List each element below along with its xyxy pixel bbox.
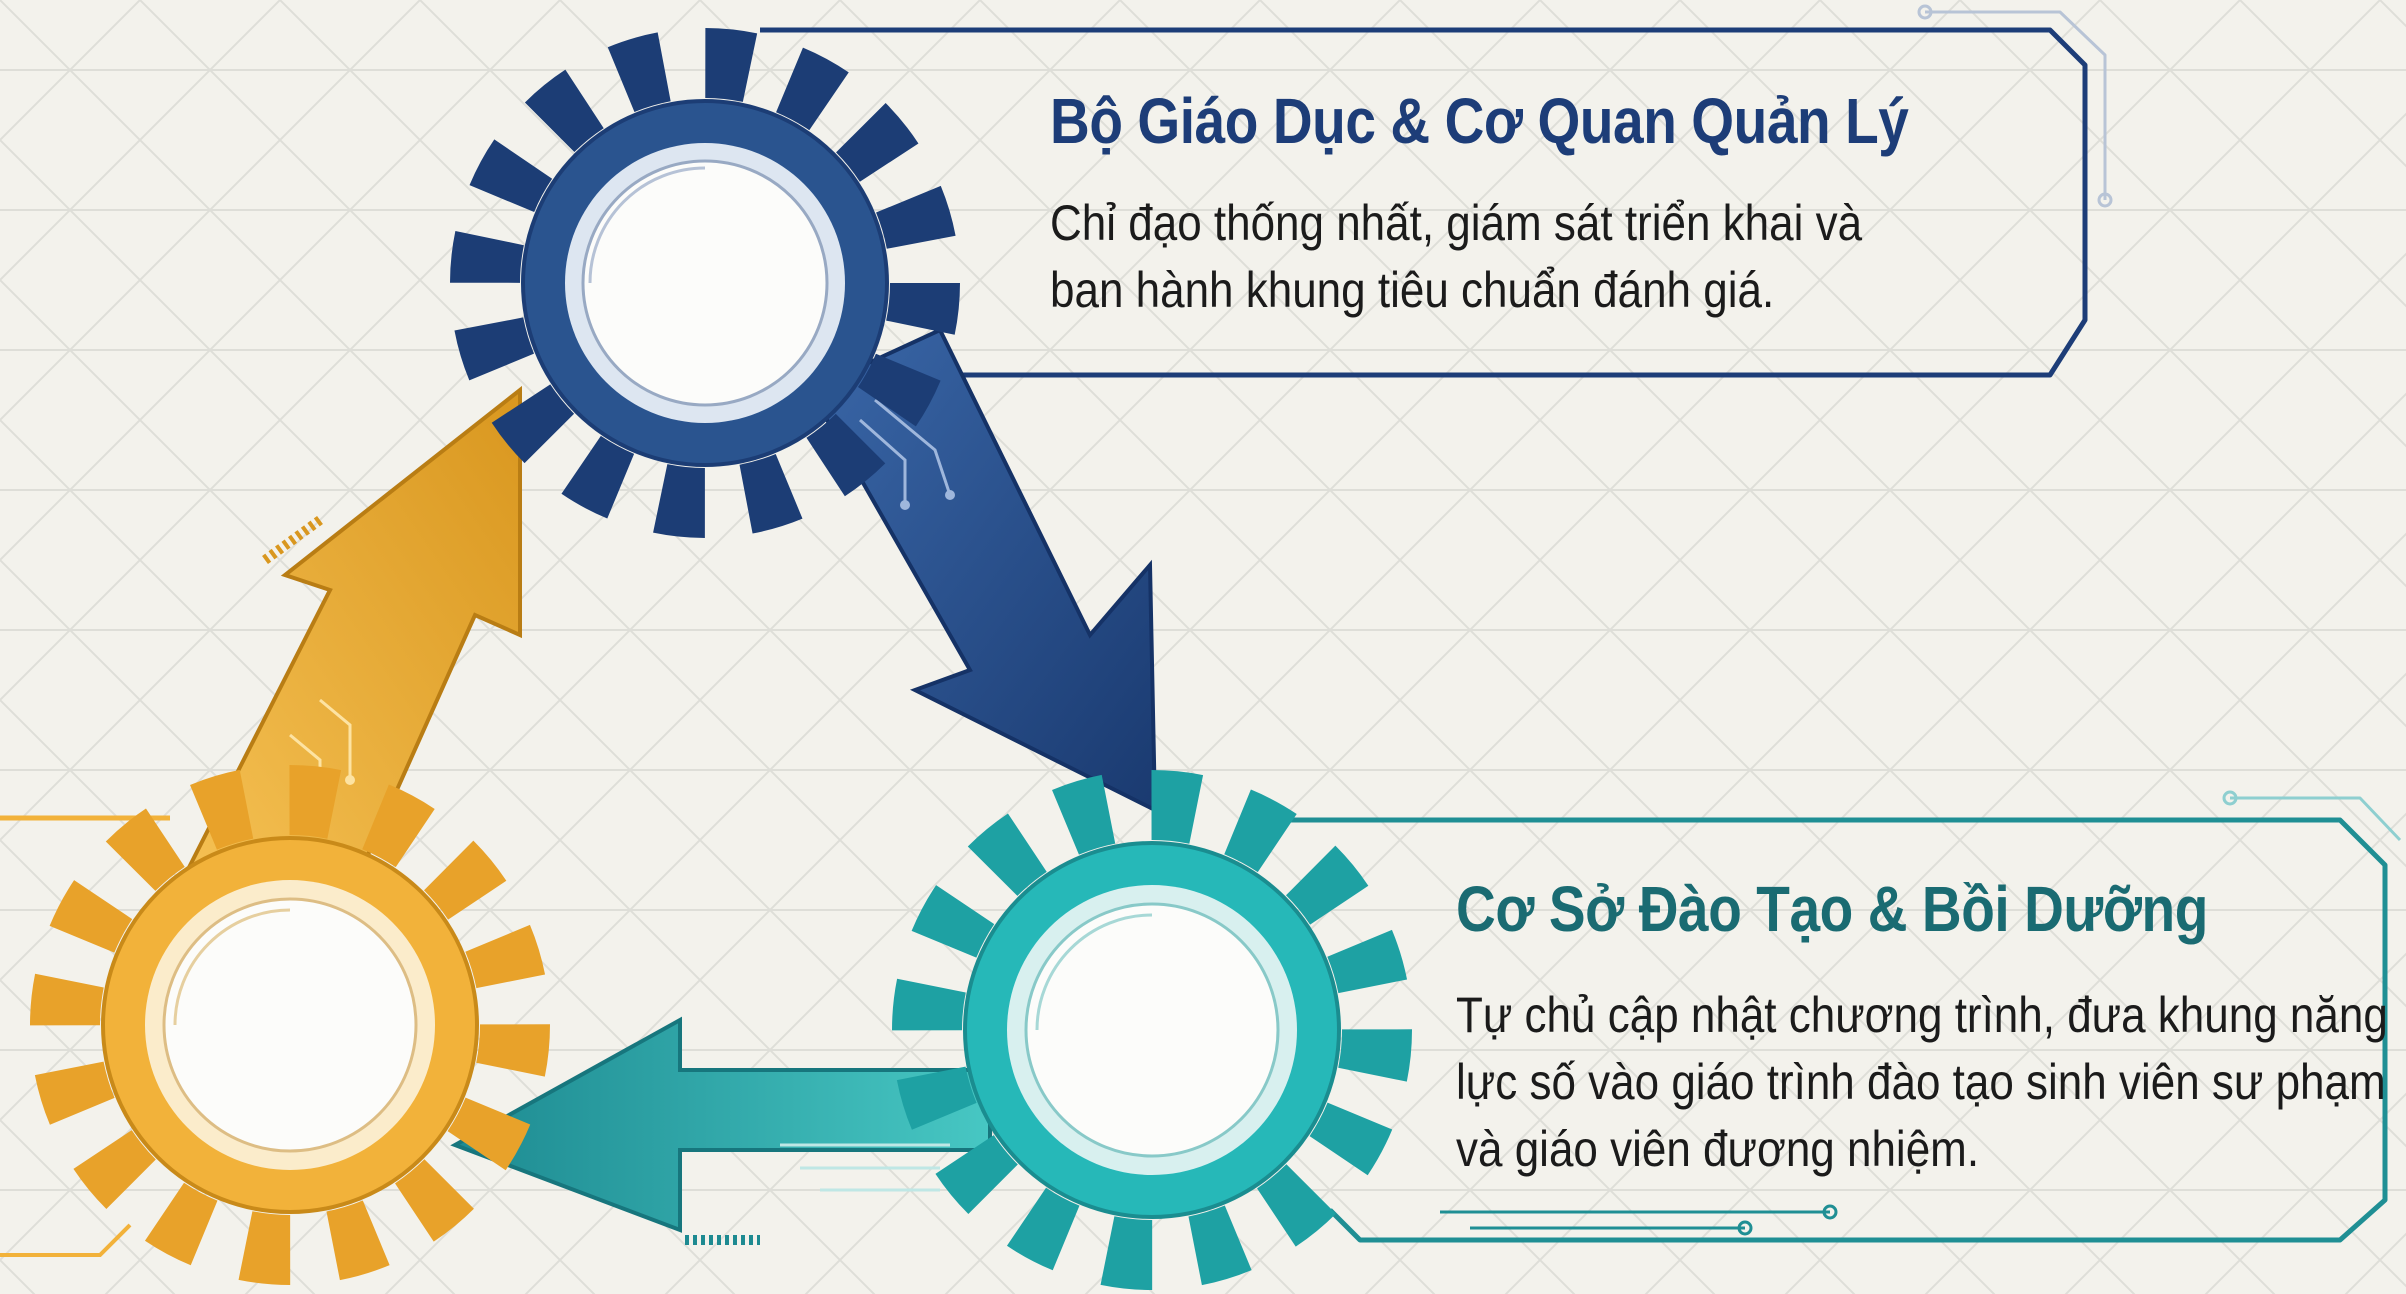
school-gear bbox=[30, 765, 550, 1285]
ministry-panel-frame bbox=[760, 4, 2113, 378]
training-title: Cơ Sở Đào Tạo & Bồi Dưỡng bbox=[1456, 873, 2208, 945]
ministry-gear bbox=[450, 28, 960, 538]
ministry-title: Bộ Giáo Dục & Cơ Quan Quản Lý bbox=[1050, 85, 1909, 157]
ministry-description: Chỉ đạo thống nhất, giám sát triển khai … bbox=[1050, 195, 1863, 318]
training-panel-frame bbox=[1290, 790, 2402, 1243]
training-description: Tự chủ cập nhật chương trình, đưa khung … bbox=[1456, 987, 2388, 1177]
arrow-left bbox=[450, 1016, 992, 1245]
training-gear bbox=[892, 770, 1412, 1290]
